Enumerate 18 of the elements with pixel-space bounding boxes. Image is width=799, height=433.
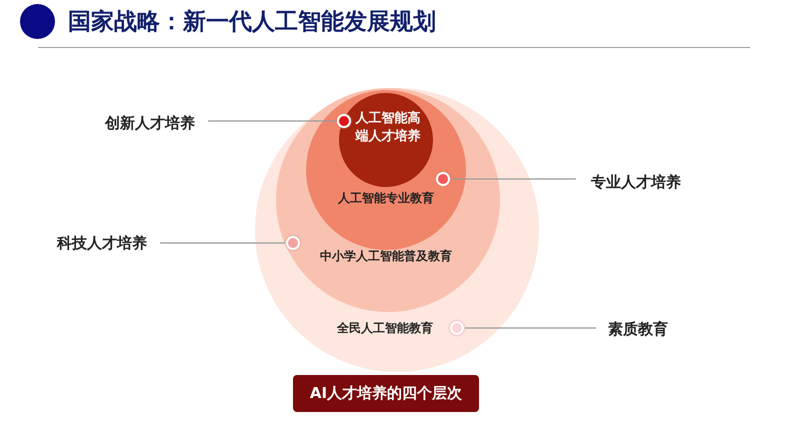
level-label: 专业人才培养 [590, 173, 682, 192]
circle-layer [339, 93, 433, 187]
marker-dot [436, 172, 450, 186]
layer-label: 中小学人工智能普及教育 [319, 248, 453, 264]
leader-line [160, 242, 285, 244]
page-title: 国家战略：新一代人工智能发展规划 [68, 8, 436, 37]
caption-banner: AI人才培养的四个层次 [293, 375, 479, 412]
marker-dot [337, 114, 351, 128]
level-label: 科技人才培养 [56, 234, 148, 253]
marker-dot [450, 321, 464, 335]
leader-line [451, 178, 576, 180]
level-label: 素质教育 [607, 320, 669, 339]
layer-label: 全民人工智能教育 [336, 320, 434, 336]
layer-label: 人工智能专业教育 [337, 190, 435, 206]
marker-dot [286, 236, 300, 250]
layer-label: 人工智能高端人才培养 [354, 110, 422, 146]
leader-line [465, 327, 596, 329]
level-label: 创新人才培养 [104, 114, 196, 133]
